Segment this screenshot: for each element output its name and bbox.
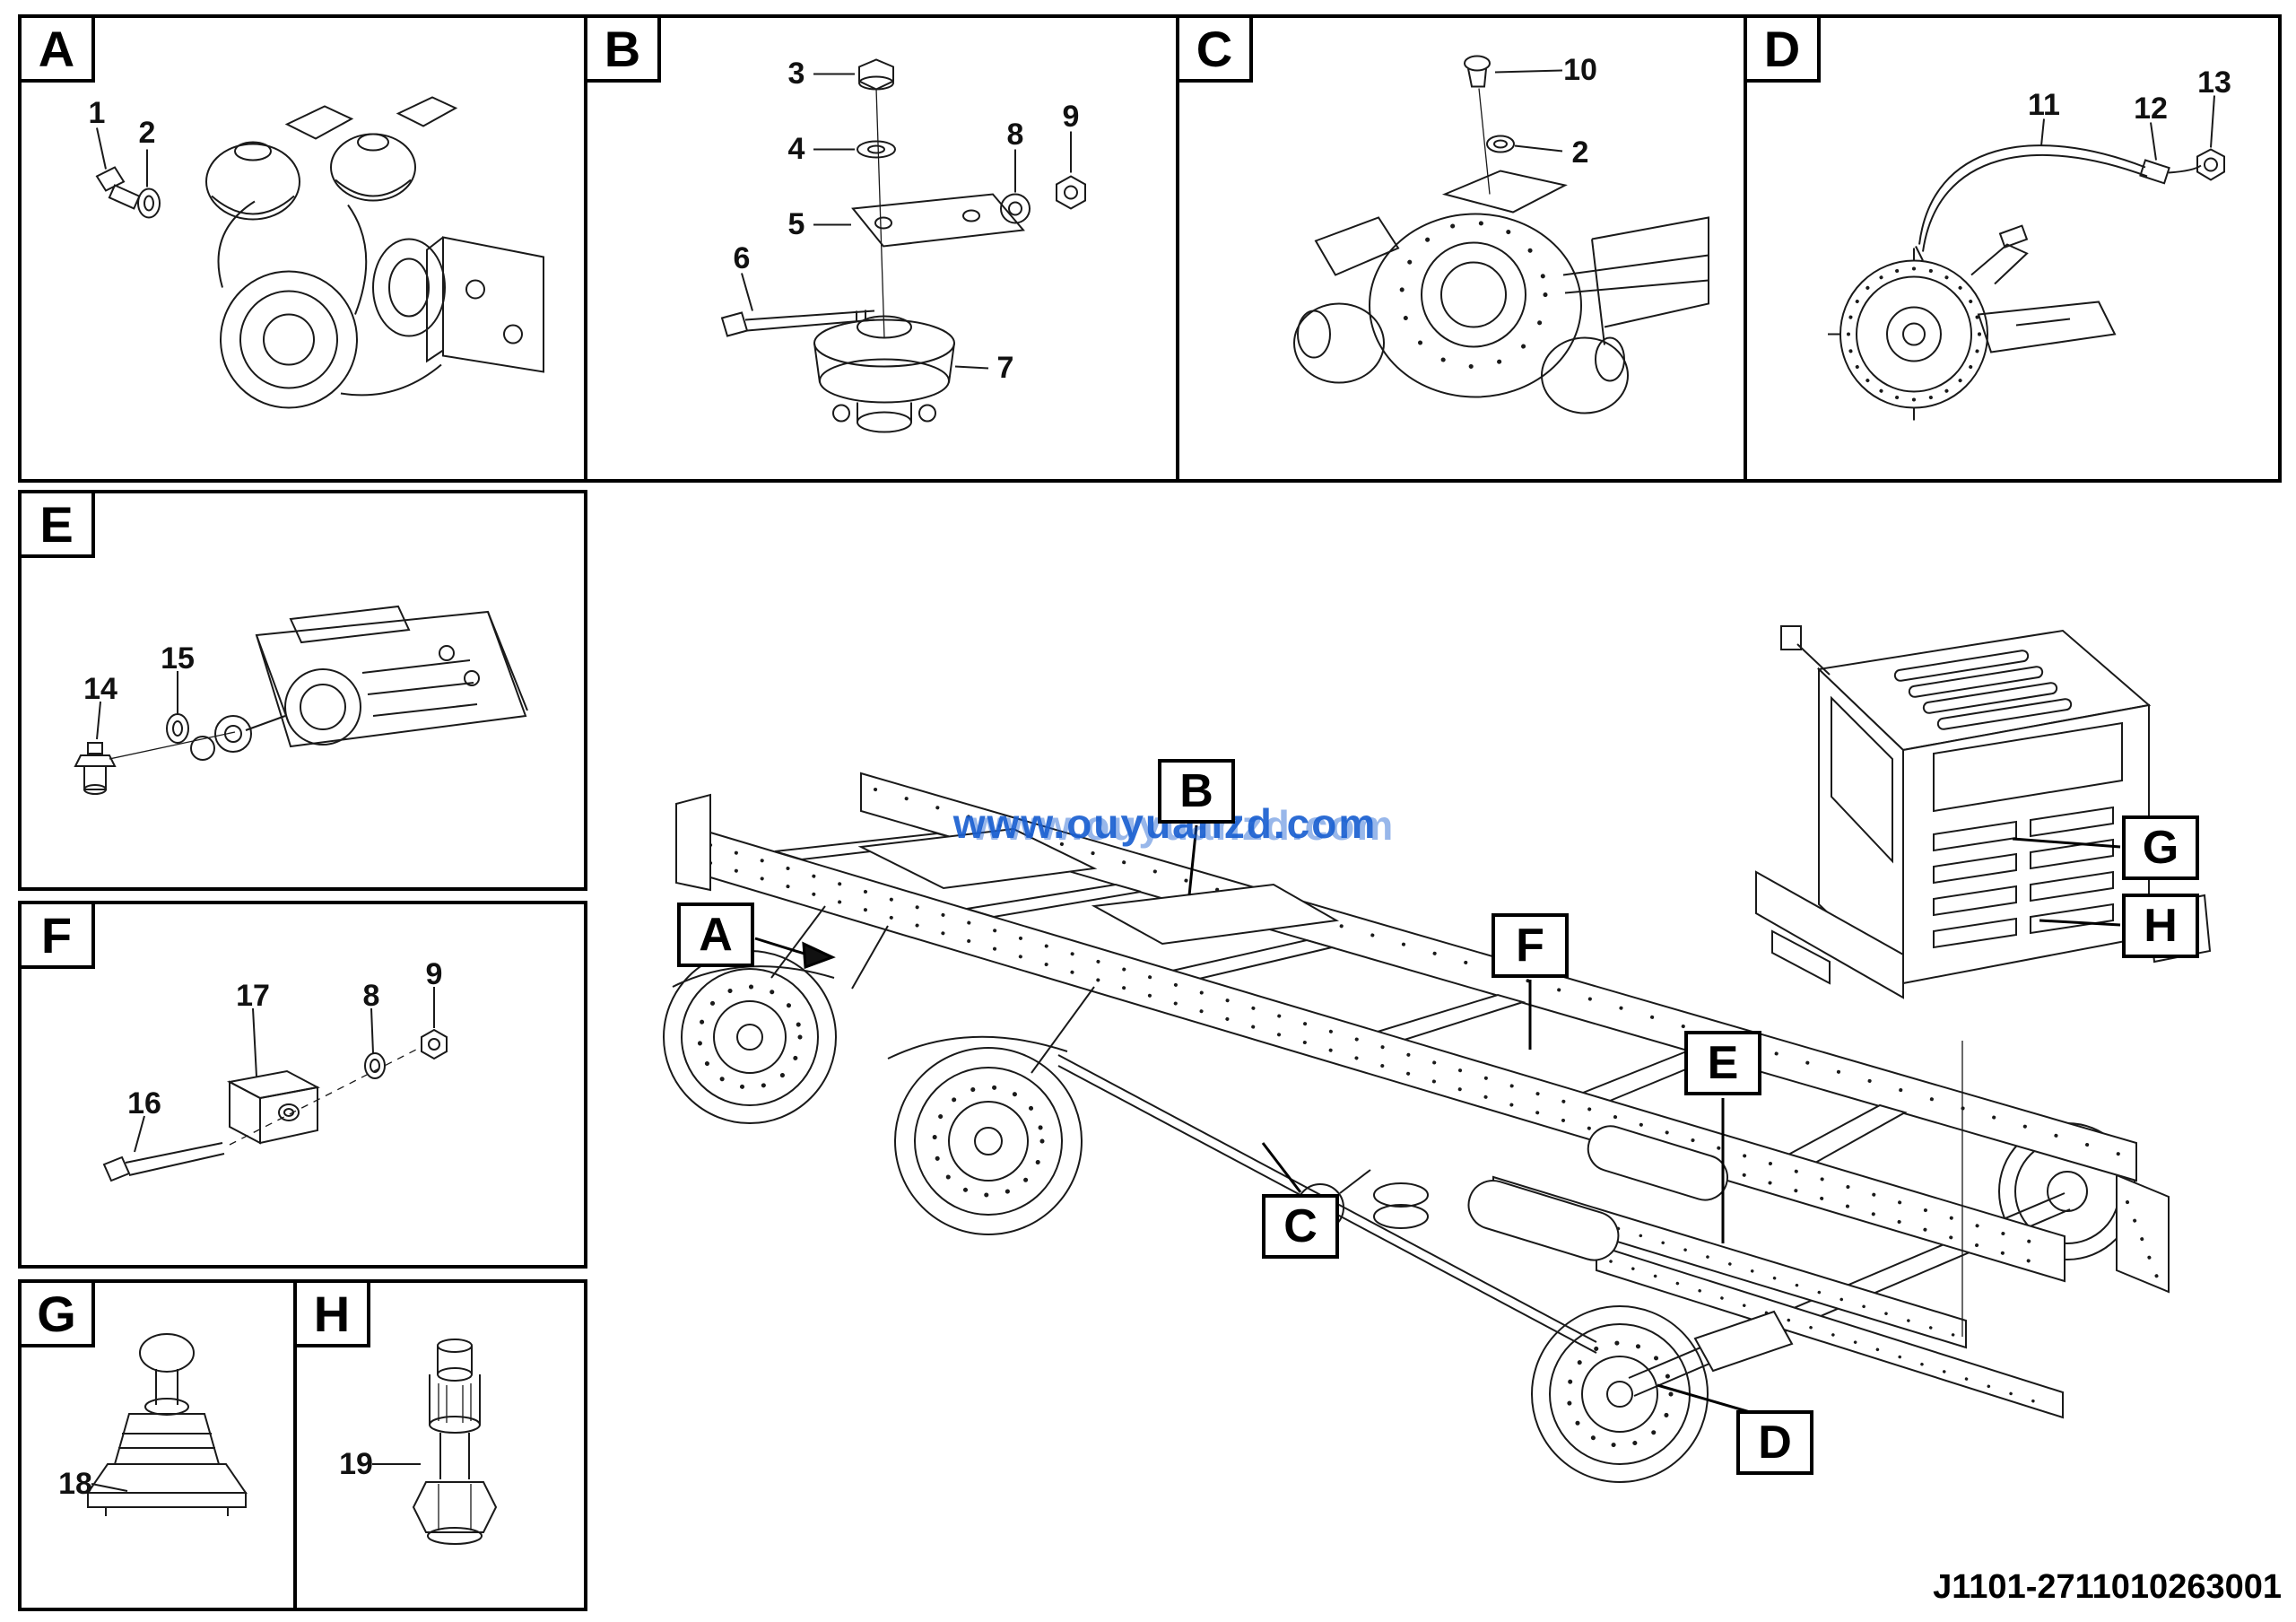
panel-letter-C: C xyxy=(1179,18,1253,83)
breather-valve-drawing xyxy=(1465,57,1490,87)
drawing-number: J1101-2711010263001 xyxy=(1933,1568,2282,1606)
panel-G: G 18 xyxy=(18,1279,297,1611)
air-bellows-drawing xyxy=(1374,1183,1428,1228)
callout-2: 2 xyxy=(138,116,156,150)
nut-drawing xyxy=(422,1030,447,1059)
panel-H: H 19 xyxy=(293,1279,587,1611)
panel-letter-B: B xyxy=(587,18,661,83)
relay-valve-drawing xyxy=(814,317,954,432)
sensor-drawing xyxy=(75,743,115,794)
panel-B: B xyxy=(584,14,1179,483)
bracket-plate-drawing xyxy=(853,195,1023,247)
callout-17: 17 xyxy=(236,979,270,1013)
chassis-label-H: H xyxy=(2122,894,2199,958)
chassis-label-D: D xyxy=(1736,1410,1813,1475)
callout-2: 2 xyxy=(1571,135,1589,170)
callout-9: 9 xyxy=(425,957,443,991)
chassis-leader-lines xyxy=(755,825,2120,1414)
callout-15: 15 xyxy=(161,641,195,676)
cab-drawing xyxy=(1755,626,2212,999)
nut-drawing-2 xyxy=(1057,177,1085,209)
front-wheel-2-drawing xyxy=(895,1048,1082,1234)
washer-drawing xyxy=(857,142,895,158)
chassis-label-C: C xyxy=(1262,1194,1339,1259)
panel-letter-G: G xyxy=(22,1283,95,1347)
axle-assembly-drawing xyxy=(1294,171,1709,414)
chassis-label-F: F xyxy=(1492,913,1569,978)
brake-chamber-drawing xyxy=(1828,226,2115,421)
callout-13: 13 xyxy=(2197,65,2231,100)
air-tank-drawing xyxy=(1463,1174,1624,1266)
callout-16: 16 xyxy=(127,1086,161,1121)
callout-3: 3 xyxy=(787,57,805,91)
bolt-drawing xyxy=(104,1143,224,1181)
callout-8: 8 xyxy=(362,979,380,1013)
callout-9: 9 xyxy=(1062,100,1080,134)
callout-12: 12 xyxy=(2134,92,2168,126)
callout-7: 7 xyxy=(996,351,1014,385)
nut-drawing xyxy=(859,60,893,90)
cable-fitting-drawing xyxy=(2140,161,2201,184)
callout-14: 14 xyxy=(83,672,117,706)
panel-letter-F: F xyxy=(22,904,95,969)
callout-19: 19 xyxy=(339,1447,373,1481)
washer-drawing xyxy=(1487,136,1514,153)
panel-F: F xyxy=(18,901,587,1269)
panel-letter-A: A xyxy=(22,18,95,83)
chassis-label-A: A xyxy=(677,903,754,967)
air-tank-2-drawing xyxy=(1583,1121,1734,1206)
washer-drawing xyxy=(167,714,188,743)
callout-11: 11 xyxy=(2028,88,2060,122)
nut-drawing xyxy=(2197,150,2224,180)
chassis-overview-illustration xyxy=(592,484,2212,1622)
hand-control-valve-drawing xyxy=(88,1334,246,1516)
callout-10: 10 xyxy=(1563,53,1597,87)
panel-C: C xyxy=(1176,14,1747,483)
panel-letter-E: E xyxy=(22,493,95,558)
panel-D-illustration xyxy=(1747,18,2278,479)
panel-E: E xyxy=(18,490,587,891)
panel-E-illustration xyxy=(22,493,584,887)
callout-8: 8 xyxy=(1006,118,1024,152)
chassis-label-E: E xyxy=(1684,1031,1761,1095)
panel-A: A xyxy=(18,14,587,483)
panel-A-illustration xyxy=(22,18,584,479)
elbow-fitting-drawing xyxy=(97,168,139,209)
callout-1: 1 xyxy=(88,96,106,130)
chassis-label-B: B xyxy=(1158,759,1235,824)
callout-6: 6 xyxy=(733,241,751,275)
panel-B-illustration xyxy=(587,18,1176,479)
gearbox-assembly-drawing xyxy=(191,606,527,760)
washer-drawing-2 xyxy=(1001,195,1030,223)
washer-drawing xyxy=(365,1053,385,1078)
panel-letter-H: H xyxy=(297,1283,370,1347)
threaded-stud-drawing xyxy=(413,1339,496,1544)
panel-letter-D: D xyxy=(1747,18,1821,83)
panel-H-illustration xyxy=(297,1283,584,1608)
cable-drawing xyxy=(1919,145,2147,251)
chassis-label-G: G xyxy=(2122,815,2199,880)
bracket-block-drawing xyxy=(230,1071,317,1143)
panel-C-illustration xyxy=(1179,18,1744,479)
panel-F-illustration xyxy=(22,904,584,1265)
callout-18: 18 xyxy=(58,1467,92,1501)
front-wheel-1-drawing xyxy=(664,951,836,1123)
panel-G-illustration xyxy=(22,1283,293,1608)
rear-wheel-drawing xyxy=(1532,1306,1708,1482)
panel-D: D xyxy=(1744,14,2282,483)
washer-drawing xyxy=(138,189,160,218)
callout-4: 4 xyxy=(787,132,805,166)
axle-assembly-drawing xyxy=(206,98,544,408)
callout-5: 5 xyxy=(787,207,805,241)
